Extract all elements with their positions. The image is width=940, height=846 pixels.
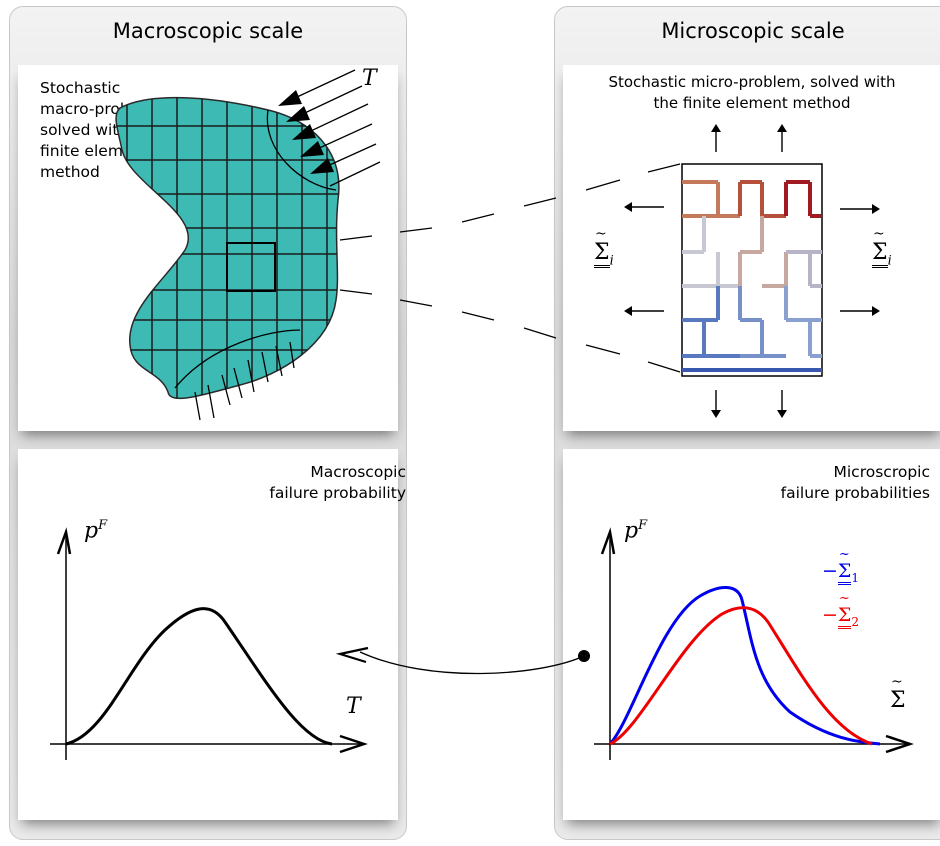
red-failure-curve bbox=[609, 606, 873, 746]
micro-axes bbox=[594, 527, 914, 760]
micro-arrowheads bbox=[624, 124, 880, 418]
macro-failure-curve bbox=[65, 607, 333, 746]
stress-label-right: ~Σi bbox=[872, 226, 892, 269]
macro-axes bbox=[50, 527, 368, 760]
scale-connector bbox=[359, 651, 585, 675]
stress-label-left: ~Σi bbox=[594, 226, 614, 269]
load-label-t: T bbox=[362, 66, 377, 91]
microscopic-title: Microscopic scale bbox=[661, 19, 845, 43]
micro-load-arrows bbox=[630, 130, 874, 412]
connector-arrowhead bbox=[335, 646, 369, 664]
support-region-arc bbox=[174, 329, 301, 389]
legend-sigma-1: −~Σ1 bbox=[822, 547, 859, 585]
support-hatching bbox=[194, 341, 295, 421]
macro-y-axis-label: pF bbox=[84, 518, 108, 544]
micro-x-axis-label: ~Σ bbox=[890, 674, 906, 713]
macro-failure-text: Macroscopic failure probability bbox=[269, 463, 406, 502]
micro-y-axis-label: pF bbox=[624, 518, 648, 544]
legend-sigma-2: −~Σ2 bbox=[822, 591, 859, 629]
selected-element bbox=[226, 242, 276, 292]
micro-failure-text: Microscropic failure probabilities bbox=[780, 463, 930, 502]
micro-problem-text: Stochastic micro-problem, solved with th… bbox=[608, 73, 896, 112]
macroscopic-title: Macroscopic scale bbox=[112, 19, 304, 43]
blue-failure-curve bbox=[608, 586, 881, 746]
macro-failure-card bbox=[18, 449, 398, 820]
macro-x-axis-label: T bbox=[346, 694, 361, 719]
load-arrowheads bbox=[278, 90, 334, 174]
load-region-arc bbox=[266, 109, 337, 191]
microstructure-bricks bbox=[682, 180, 822, 372]
zoom-lines bbox=[339, 163, 681, 373]
micro-failure-card bbox=[563, 449, 940, 820]
connector-dot bbox=[578, 650, 590, 662]
